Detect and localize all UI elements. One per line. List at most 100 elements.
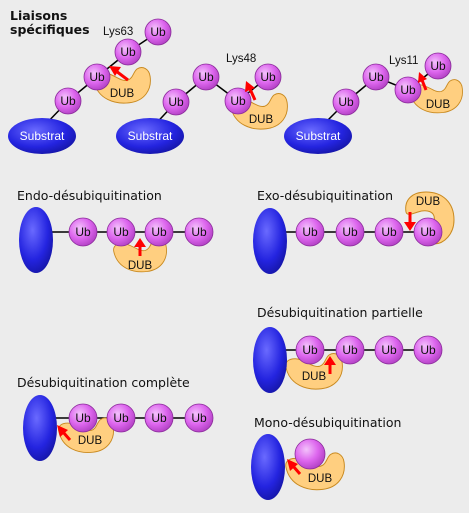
mono-title: Mono-désubiquitination <box>254 415 401 430</box>
svg-text:DUB: DUB <box>308 473 333 485</box>
svg-text:Ub: Ub <box>168 95 184 109</box>
ubiquitin: Ub <box>374 335 404 365</box>
svg-text:DUB: DUB <box>249 114 274 126</box>
svg-text:Ub: Ub <box>342 225 358 239</box>
ubiquitin: Ub <box>114 38 142 66</box>
substrate-protein <box>253 208 287 274</box>
ubiquitin: Ub <box>106 403 136 433</box>
svg-text:Ub: Ub <box>430 59 446 73</box>
dub-enzyme: DUB <box>409 79 463 114</box>
complete-deubiquitination-section: Désubiquitination complète DUB Ub Ub Ub … <box>17 375 214 461</box>
lys48-chain: DUB Substrat Ub Ub Ub Ub Lys48 <box>116 53 288 154</box>
svg-text:Ub: Ub <box>400 83 416 97</box>
lys11-label: Lys11 <box>389 55 418 67</box>
svg-text:Ub: Ub <box>120 45 136 59</box>
mono-deubiquitination-section: Mono-désubiquitination DUB <box>251 415 401 500</box>
svg-text:Ub: Ub <box>198 70 214 84</box>
svg-text:Ub: Ub <box>381 343 397 357</box>
ubiquitin: Ub <box>332 88 360 116</box>
free-ubiquitin <box>294 438 326 470</box>
ubiquitin: Ub <box>144 18 172 46</box>
ubiquitin: Ub <box>374 217 404 247</box>
section-title-line-1: Liaisons <box>10 8 67 23</box>
ubiquitin: Ub <box>68 403 98 433</box>
ubiquitin: Ub <box>295 335 325 365</box>
ubiquitin: Ub <box>192 63 220 91</box>
ubiquitin: Ub <box>83 63 111 91</box>
specific-linkages-section: Liaisons spécifiques DUB Substrat Ub Ub … <box>8 8 463 154</box>
cleavage-arrow-icon <box>57 425 72 441</box>
substrate-protein <box>23 395 57 461</box>
svg-text:DUB: DUB <box>302 371 327 383</box>
exo-title: Exo-désubiquitination <box>257 188 393 203</box>
substrate-protein <box>116 118 184 154</box>
svg-text:Ub: Ub <box>150 25 166 39</box>
svg-text:Ub: Ub <box>420 343 436 357</box>
svg-text:DUB: DUB <box>426 99 451 111</box>
substrate-protein <box>19 207 53 273</box>
lys11-chain: DUB Substrat Ub Ub Ub Ub Lys11 <box>284 52 463 154</box>
endo-deubiquitination-section: Endo-désubiquitination DUB Ub Ub Ub Ub <box>17 188 214 273</box>
svg-text:Ub: Ub <box>75 411 91 425</box>
cleavage-arrow-icon <box>287 459 302 475</box>
section-title-line-2: spécifiques <box>10 22 90 37</box>
ubiquitin: Ub <box>394 76 422 104</box>
svg-text:Ub: Ub <box>381 225 397 239</box>
svg-text:DUB: DUB <box>416 196 441 208</box>
ubiquitin: Ub <box>106 217 136 247</box>
substrate-label: Substrat <box>296 129 341 143</box>
cleavage-arrow-icon <box>404 212 416 231</box>
svg-text:Ub: Ub <box>260 70 276 84</box>
substrate-protein <box>8 118 76 154</box>
substrate-protein <box>251 434 285 500</box>
dub-enzyme: DUB <box>58 417 115 453</box>
svg-text:DUB: DUB <box>128 260 153 272</box>
ubiquitin: Ub <box>162 88 190 116</box>
dub-enzyme: DUB <box>285 452 345 491</box>
lys63-chain: DUB Substrat Ub Ub Ub Ub Lys63 <box>8 18 172 154</box>
svg-text:Ub: Ub <box>89 70 105 84</box>
complete-title: Désubiquitination complète <box>17 375 190 390</box>
cleavage-arrow-icon <box>109 66 129 82</box>
svg-text:Ub: Ub <box>302 225 318 239</box>
ubiquitin: Ub <box>413 217 443 247</box>
ubiquitin: Ub <box>68 217 98 247</box>
ubiquitin: Ub <box>295 217 325 247</box>
lys48-label: Lys48 <box>226 53 256 65</box>
svg-text:Ub: Ub <box>342 343 358 357</box>
ubiquitin: Ub <box>413 335 443 365</box>
substrate-label: Substrat <box>20 129 65 143</box>
dub-enzyme: DUB <box>113 238 168 273</box>
svg-text:Ub: Ub <box>191 411 207 425</box>
ubiquitin: Ub <box>254 63 282 91</box>
lys63-label: Lys63 <box>103 26 133 38</box>
svg-text:Ub: Ub <box>368 70 384 84</box>
substrate-protein <box>253 327 287 393</box>
svg-text:Ub: Ub <box>191 225 207 239</box>
ubiquitin: Ub <box>144 217 174 247</box>
svg-text:Ub: Ub <box>151 411 167 425</box>
ubiquitin: Ub <box>184 403 214 433</box>
svg-text:Ub: Ub <box>338 95 354 109</box>
ubiquitin: Ub <box>424 52 452 80</box>
svg-text:DUB: DUB <box>78 435 103 447</box>
svg-text:Ub: Ub <box>113 411 129 425</box>
substrate-label: Substrat <box>128 129 173 143</box>
ubiquitin: Ub <box>54 87 82 115</box>
ubiquitin: Ub <box>224 87 252 115</box>
ubiquitin: Ub <box>184 217 214 247</box>
cleavage-arrow-icon <box>245 81 257 101</box>
endo-title: Endo-désubiquitination <box>17 188 162 203</box>
svg-text:Ub: Ub <box>75 225 91 239</box>
ubiquitin: Ub <box>335 217 365 247</box>
cleavage-arrow-icon <box>418 72 428 91</box>
svg-text:Ub: Ub <box>151 225 167 239</box>
dub-enzyme: DUB <box>285 353 343 390</box>
ubiquitin: Ub <box>144 403 174 433</box>
substrate-protein <box>284 118 352 154</box>
dub-enzyme: DUB <box>93 67 151 104</box>
ubiquitin: Ub <box>335 335 365 365</box>
svg-text:Ub: Ub <box>420 225 436 239</box>
cleavage-arrow-icon <box>324 356 336 374</box>
